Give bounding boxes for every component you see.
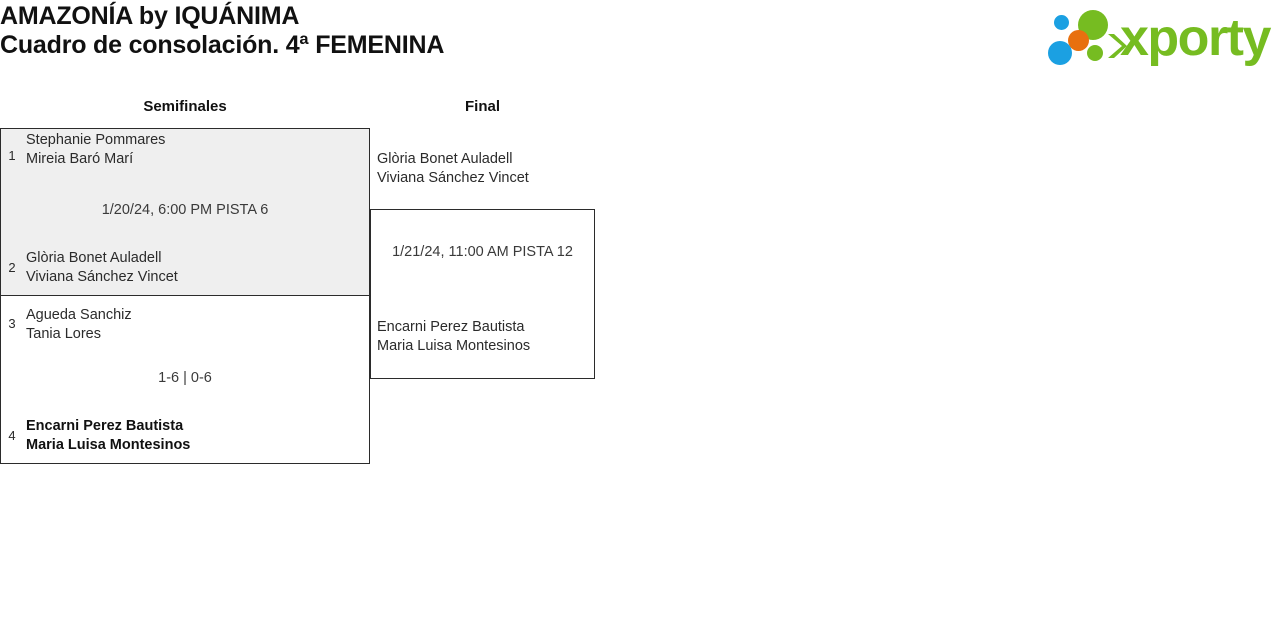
player-name: Encarni Perez Bautista bbox=[377, 319, 525, 335]
tournament-name: AMAZONÍA by IQUÁNIMA bbox=[0, 2, 300, 30]
logo-dot-green-small-icon bbox=[1087, 45, 1103, 61]
player-name: Stephanie Pommares bbox=[26, 132, 166, 148]
seed-number-4: 4 bbox=[8, 428, 16, 443]
seed-number-1: 1 bbox=[8, 148, 16, 163]
logo-dot-orange-icon bbox=[1068, 30, 1089, 51]
logo-dots-icon bbox=[1048, 8, 1127, 66]
player-name: Tania Lores bbox=[26, 326, 101, 342]
player-name: Viviana Sánchez Vincet bbox=[26, 269, 178, 285]
player-name: Maria Luisa Montesinos bbox=[377, 338, 531, 354]
xporty-logo[interactable]: xporty bbox=[1048, 4, 1276, 70]
match-semifinal-1[interactable] bbox=[1, 129, 369, 296]
logo-dot-blue-large-icon bbox=[1048, 41, 1072, 65]
player-name: Mireia Baró Marí bbox=[26, 151, 134, 167]
bracket-subtitle: Cuadro de consolación. 4ª FEMENINA bbox=[0, 31, 445, 59]
logo-wordmark: xporty bbox=[1120, 9, 1271, 67]
player-name: Glòria Bonet Auladell bbox=[26, 250, 162, 266]
semifinal-1-team-top[interactable]: Stephanie Pommares Mireia Baró Marí bbox=[26, 131, 165, 169]
semifinal-2-score: 1-6 | 0-6 bbox=[158, 370, 212, 386]
match-final[interactable] bbox=[370, 209, 595, 379]
page-header: AMAZONÍA by IQUÁNIMA Cuadro de consolaci… bbox=[0, 0, 1280, 78]
final-team-top[interactable]: Glòria Bonet Auladell Viviana Sánchez Vi… bbox=[377, 150, 529, 188]
seed-number-3: 3 bbox=[8, 316, 16, 331]
round-header-final: Final bbox=[464, 98, 500, 115]
semifinal-2-team-top[interactable]: Agueda Sanchiz Tania Lores bbox=[26, 306, 132, 344]
seed-number-2: 2 bbox=[8, 260, 16, 275]
round-header-semifinals: Semifinales bbox=[143, 98, 227, 115]
semifinal-1-team-bottom[interactable]: Glòria Bonet Auladell Viviana Sánchez Vi… bbox=[26, 249, 178, 287]
player-name: Maria Luisa Montesinos bbox=[26, 437, 191, 453]
player-name: Agueda Sanchiz bbox=[26, 307, 132, 323]
logo-dot-blue-small-icon bbox=[1054, 15, 1069, 30]
final-team-bottom[interactable]: Encarni Perez Bautista Maria Luisa Monte… bbox=[377, 318, 530, 356]
logo-chevron-icon bbox=[1108, 34, 1127, 58]
player-name: Encarni Perez Bautista bbox=[26, 418, 184, 434]
semifinals-column bbox=[0, 128, 370, 464]
semifinal-1-schedule: 1/20/24, 6:00 PM PISTA 6 bbox=[101, 202, 269, 218]
player-name: Viviana Sánchez Vincet bbox=[377, 170, 529, 186]
final-schedule: 1/21/24, 11:00 AM PISTA 12 bbox=[392, 244, 573, 260]
semifinal-2-team-bottom[interactable]: Encarni Perez Bautista Maria Luisa Monte… bbox=[26, 417, 190, 455]
match-semifinal-2[interactable] bbox=[1, 296, 369, 463]
player-name: Glòria Bonet Auladell bbox=[377, 151, 513, 167]
tournament-title-block: AMAZONÍA by IQUÁNIMA Cuadro de consolaci… bbox=[0, 0, 444, 60]
